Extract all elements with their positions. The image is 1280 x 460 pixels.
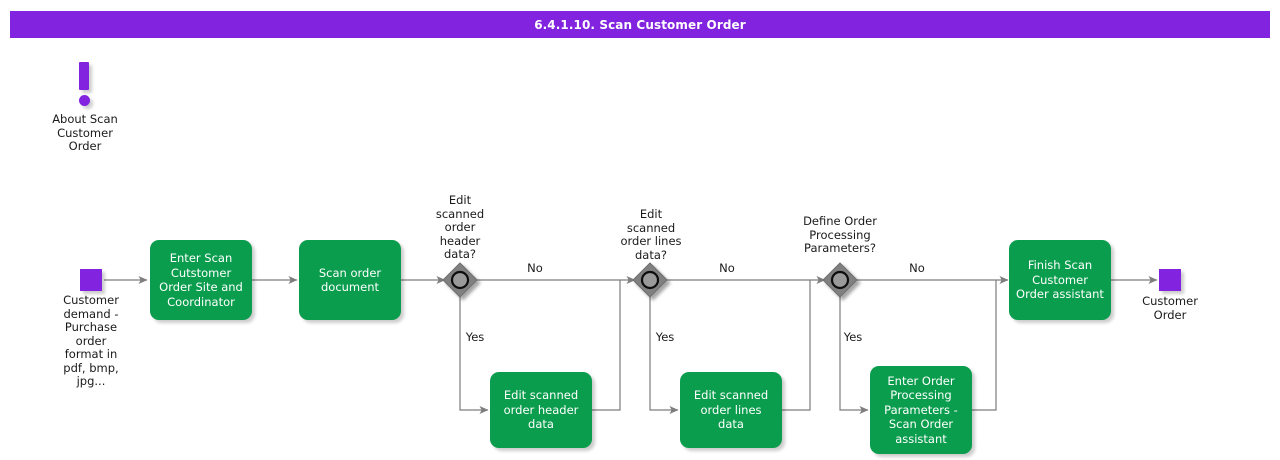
- task-edit-scanned-order-header-data[interactable]: Edit scanned order header data: [490, 372, 592, 448]
- decision-d1-label-line-5: data?: [443, 247, 476, 261]
- note-caption-line-3: Order: [68, 139, 102, 153]
- task-scan-order-document[interactable]: Scan order document: [299, 240, 401, 320]
- decision-d1-label-line-4: header: [439, 233, 481, 248]
- decision-d1-label-line-3: order: [444, 220, 476, 234]
- note-caption: About Scan Customer Order: [29, 112, 141, 154]
- decision-d3[interactable]: [822, 262, 858, 298]
- start-caption: Customer demand - Purchase order format …: [35, 293, 147, 389]
- start-caption-line-5: format in: [64, 347, 118, 361]
- start-caption-line-1: Customer: [63, 293, 119, 307]
- end-caption-line-2: Order: [1153, 307, 1187, 322]
- note-caption-line-2: Customer: [57, 125, 113, 140]
- edge-edit-header-return: [592, 280, 621, 411]
- end-terminal[interactable]: [1159, 269, 1181, 291]
- note-caption-line-1: About Scan: [52, 112, 118, 126]
- start-caption-line-2: demand -: [63, 306, 119, 321]
- page-title: 6.4.1.10. Scan Customer Order: [534, 17, 746, 32]
- start-caption-line-6: pdf, bmp,: [63, 360, 119, 375]
- edge-label-d3-no: No: [909, 261, 925, 275]
- decision-d2-label-line-3: order lines: [620, 234, 682, 248]
- task-enter-order-processing-parameters[interactable]: Enter Order Processing Parameters - Scan…: [870, 366, 972, 454]
- decision-d1-label: Edit scanned order header data?: [405, 193, 515, 262]
- decision-d1-label-line-1: Edit: [448, 193, 472, 207]
- task-edit-scanned-order-lines-data[interactable]: Edit scanned order lines data: [680, 372, 782, 448]
- start-caption-line-4: order: [75, 333, 107, 348]
- start-terminal[interactable]: [80, 269, 102, 291]
- decision-d3-label: Define Order Processing Parameters?: [772, 214, 908, 256]
- decision-d2-label-line-2: scanned: [626, 220, 676, 235]
- exclamation-dot: [79, 95, 90, 106]
- decision-d1[interactable]: [442, 262, 478, 298]
- edge-enter-params-return: [972, 280, 997, 411]
- edge-label-d2-yes: Yes: [655, 330, 675, 344]
- start-caption-line-7: jpg...: [76, 374, 106, 388]
- edge-d1-yes-to-edit-header: [459, 296, 489, 414]
- start-caption-line-3: Purchase: [64, 320, 118, 334]
- exclamation-icon: [79, 62, 90, 107]
- edge-edit-lines-return: [782, 280, 811, 411]
- edge-label-d2-no: No: [719, 261, 735, 275]
- decision-d3-label-line-2: Processing: [809, 227, 871, 242]
- decision-d3-label-line-3: Parameters?: [804, 241, 876, 255]
- edge-label-d3-yes: Yes: [843, 330, 863, 344]
- decision-d2-label: Edit scanned order lines data?: [592, 207, 710, 262]
- decision-d3-label-line-1: Define Order: [803, 214, 877, 228]
- diagram-title-bar: 6.4.1.10. Scan Customer Order: [10, 11, 1270, 38]
- end-caption-line-1: Customer: [1142, 294, 1198, 308]
- decision-d2[interactable]: [632, 262, 668, 298]
- edge-label-d1-yes: Yes: [465, 330, 485, 344]
- task-finish-scan-customer-order[interactable]: Finish Scan Customer Order assistant: [1009, 240, 1111, 320]
- end-caption: Customer Order: [1114, 294, 1226, 322]
- decision-d2-label-line-4: data?: [634, 247, 667, 262]
- edge-d3-yes-to-enter-params: [839, 296, 869, 414]
- edge-label-d1-no: No: [527, 261, 543, 275]
- task-enter-scan-site[interactable]: Enter Scan Cutstomer Order Site and Coor…: [150, 240, 252, 320]
- exclamation-bar: [79, 62, 89, 90]
- decision-d2-label-line-1: Edit: [639, 207, 663, 221]
- decision-d1-label-line-2: scanned: [435, 206, 485, 221]
- edge-d2-yes-to-edit-lines: [649, 296, 679, 414]
